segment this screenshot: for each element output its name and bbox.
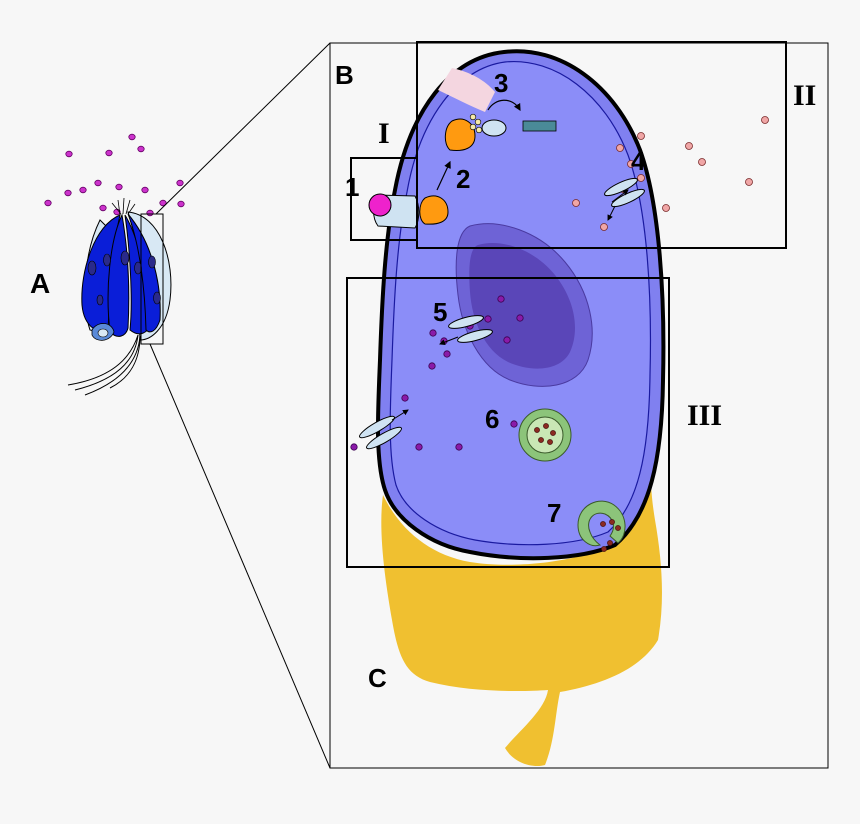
transporter-4 [604, 177, 645, 221]
region-ii-box [416, 41, 787, 249]
epithelium-cluster [44, 133, 185, 396]
nucleus-inner [469, 243, 575, 369]
label-b: B [335, 60, 354, 90]
label-region-iii: III [687, 399, 722, 432]
label-step-6: 6 [485, 404, 499, 434]
label-step-3: 3 [494, 68, 508, 98]
enzyme-icon [522, 120, 557, 132]
g-protein-icon [419, 195, 449, 225]
g-protein-activated-icon [444, 118, 476, 151]
transporter-membrane [359, 409, 409, 450]
vesicle-icon [518, 408, 572, 462]
label-step-2: 2 [456, 164, 470, 194]
receptor-icon [368, 193, 420, 229]
odorant-dots-a [44, 133, 185, 217]
cng-channel [438, 68, 495, 112]
label-step-7: 7 [547, 498, 561, 528]
arrow-2 [436, 160, 451, 191]
label-c: C [368, 663, 387, 693]
transporter-icon [481, 119, 507, 137]
transporter-5 [439, 315, 493, 345]
supporting-cell [381, 445, 662, 767]
label-region-i: I [378, 117, 390, 150]
label-a: A [30, 268, 50, 299]
arrow-3 [487, 99, 521, 112]
region-iii-box [346, 277, 670, 568]
zoom-line-top [155, 42, 331, 215]
exocytosis-vesicle [577, 500, 626, 552]
purple-particles [350, 295, 524, 451]
label-step-1: 1 [345, 172, 359, 202]
zoom-line-bottom [149, 343, 331, 769]
label-step-4: 4 [631, 146, 646, 176]
label-step-5: 5 [433, 297, 447, 327]
camp-chain [469, 113, 483, 134]
label-region-ii: II [793, 79, 816, 112]
